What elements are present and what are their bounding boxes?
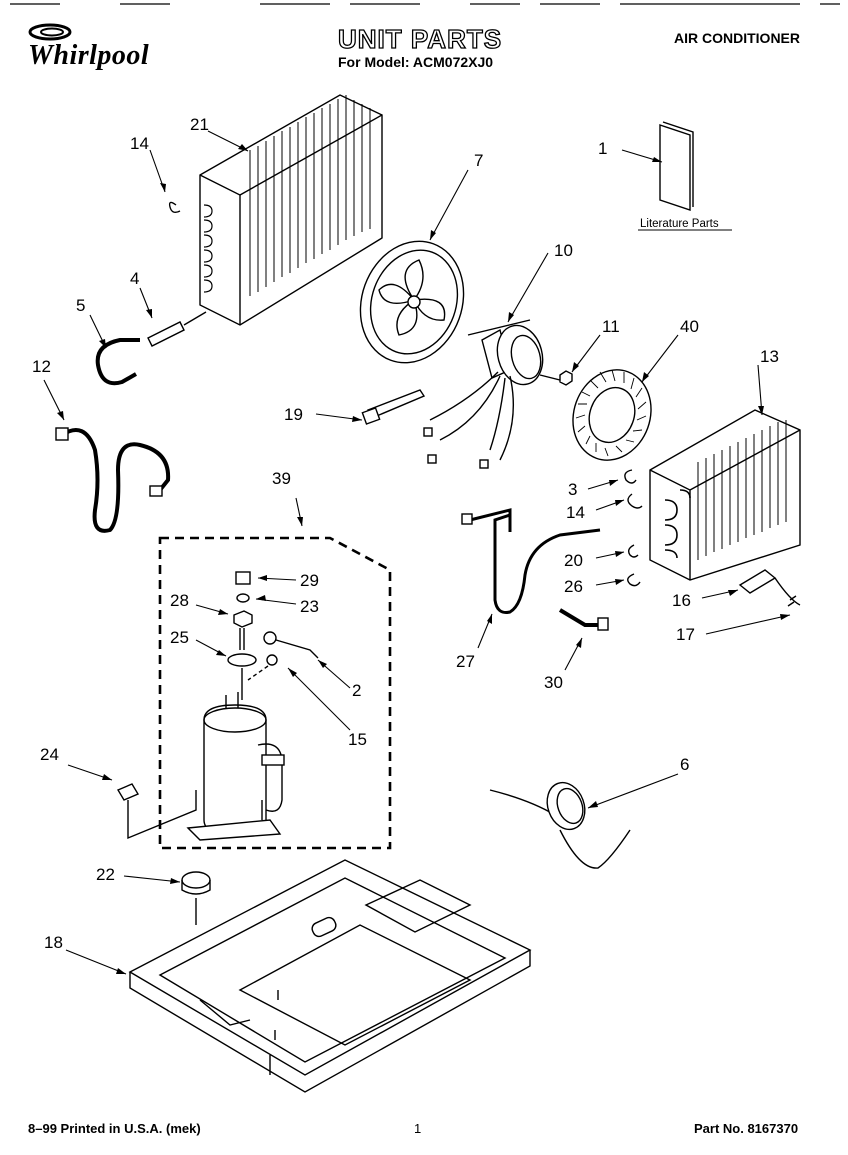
callout-19: 19	[284, 405, 303, 424]
callout-16: 16	[672, 591, 691, 610]
product-type: AIR CONDITIONER	[674, 30, 800, 46]
fan-motor-part	[423, 319, 569, 469]
literature-parts	[638, 121, 732, 231]
callout-28: 28	[170, 591, 189, 610]
callout-30: 30	[544, 673, 563, 692]
literature-parts-label: Literature Parts	[640, 218, 719, 230]
brand-name: Whirlpool	[28, 40, 150, 71]
compressor-part	[186, 692, 285, 841]
tube-fitting	[55, 427, 69, 441]
compressor-hardware	[227, 571, 319, 700]
callout-12: 12	[32, 357, 51, 376]
callout-4: 4	[130, 269, 139, 288]
page-title: UNIT PARTS	[337, 23, 503, 54]
clip-part-3	[624, 469, 637, 484]
callout-10: 10	[554, 241, 573, 260]
callout-23: 23	[300, 597, 319, 616]
callout-numbers: 14 21 7 10 11 40 13 5 4 12 1 19 3 14 20 …	[32, 115, 779, 952]
callout-26: 26	[564, 577, 583, 596]
whirlpool-logo: Whirlpool	[28, 23, 150, 72]
motor-connector	[479, 459, 489, 469]
tube-fitting	[461, 513, 473, 525]
callout-24: 24	[40, 745, 59, 764]
capacitor-strap-part	[489, 781, 631, 869]
condenser-coil-part	[199, 94, 383, 326]
condenser-fan-part	[359, 240, 465, 364]
callout-7: 7	[474, 151, 483, 170]
clip-part	[168, 201, 181, 214]
access-valve-part	[147, 311, 207, 347]
base-pan-part	[128, 859, 532, 1093]
callout-21: 21	[190, 115, 209, 134]
tube-part-30	[558, 608, 598, 627]
tube-part-27	[469, 508, 601, 614]
tube-part-5	[95, 338, 140, 386]
control-bracket-part	[361, 389, 426, 425]
callout-2: 2	[352, 681, 361, 700]
tube-fitting	[149, 485, 163, 497]
callout-20: 20	[564, 551, 583, 570]
flex-tube-part	[60, 428, 171, 533]
page-number: 1	[414, 1121, 422, 1136]
clip-part-26	[627, 573, 641, 587]
callout-18: 18	[44, 933, 63, 952]
nut-part	[559, 370, 573, 386]
callout-14: 14	[130, 134, 149, 153]
callout-11: 11	[602, 317, 620, 336]
compressor-kit-outline	[158, 536, 392, 850]
callout-3: 3	[568, 480, 577, 499]
callout-arrowheads	[57, 144, 790, 974]
blower-wheel-part	[572, 369, 652, 461]
clip-part-14	[627, 493, 643, 509]
motor-connector	[427, 454, 437, 464]
callout-25: 25	[170, 628, 189, 647]
callout-14-right: 14	[566, 503, 585, 522]
model-number: For Model: ACM072XJ0	[338, 54, 494, 70]
callout-1: 1	[598, 139, 607, 158]
clip-part-20	[627, 544, 639, 558]
callout-22: 22	[96, 865, 115, 884]
thermistor-part	[738, 569, 801, 607]
callout-13: 13	[760, 347, 779, 366]
callout-27: 27	[456, 652, 475, 671]
callout-5: 5	[76, 296, 85, 315]
callout-39: 39	[272, 469, 291, 488]
wire-harness-part	[116, 783, 197, 840]
print-info: 8–99 Printed in U.S.A. (mek)	[28, 1121, 201, 1136]
evaporator-coil-part	[649, 409, 801, 581]
motor-connector	[423, 427, 433, 437]
grommet-part	[181, 871, 211, 925]
callout-29: 29	[300, 571, 319, 590]
callout-15: 15	[348, 730, 367, 749]
part-number: Part No. 8167370	[694, 1121, 799, 1136]
tube-fitting	[597, 617, 609, 631]
callout-6: 6	[680, 755, 689, 774]
callout-40: 40	[680, 317, 699, 336]
logo-swoosh-icon	[28, 23, 72, 41]
callout-17: 17	[676, 625, 695, 644]
